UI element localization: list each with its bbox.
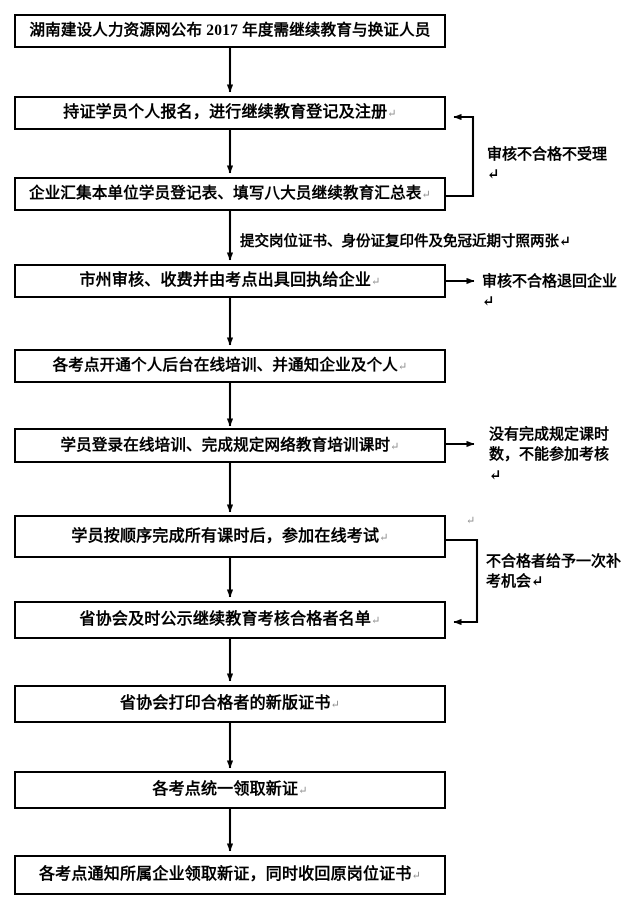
flow-node-10-pilcrow: ↵ — [298, 785, 308, 798]
flow-node-11-pilcrow: ↵ — [411, 870, 422, 883]
flow-node-6[interactable]: 学员登录在线培训、完成规定网络教育培训课时↵ — [14, 428, 446, 463]
flow-node-3-pilcrow: ↵ — [421, 189, 431, 202]
flow-node-5[interactable]: 各考点开通个人后台在线培训、并通知企业及个人↵ — [14, 349, 446, 383]
flow-node-3-label: 企业汇集本单位学员登记表、填写八大员继续教育汇总表 — [29, 185, 422, 203]
annotation-submit-documents: 提交岗位证书、身份证复印件及免冠近期寸照两张↵ — [240, 234, 571, 251]
feedback-loop-retake — [446, 538, 479, 626]
flow-node-2-label: 持证学员个人报名，进行继续教育登记及注册 — [63, 104, 388, 122]
flow-node-6-label: 学员登录在线培训、完成规定网络教育培训课时 — [60, 436, 391, 454]
annotation-insufficient-hours: 没有完成规定课时 数，不能参加考核 ↵ — [489, 425, 621, 486]
flow-node-7-pilcrow: ↵ — [379, 531, 389, 544]
annotation-insufficient-hours-line1: 没有完成规定课时 — [489, 427, 610, 443]
flow-node-4-label: 市州审核、收费并由考点出具回执给企业 — [79, 272, 372, 290]
flow-node-1-label: 湖南建设人力资源网公布 2017 年度需继续教育与换证人员 — [29, 22, 431, 40]
flow-node-2[interactable]: 持证学员个人报名，进行继续教育登记及注册↵ — [14, 96, 446, 130]
flow-node-5-pilcrow: ↵ — [397, 361, 408, 374]
flow-node-2-pilcrow: ↵ — [387, 108, 397, 121]
annotation-review-reject-not-accepted-pilcrow: ↵ — [487, 167, 500, 184]
feedback-loop-review-reject — [446, 113, 475, 198]
annotation-insufficient-hours-line2: 数，不能参加考核 — [489, 447, 610, 464]
flow-node-11[interactable]: 各考点通知所属企业领取新证，同时收回原岗位证书↵ — [14, 855, 446, 895]
annotation-insufficient-hours-pilcrow: ↵ — [489, 467, 502, 484]
stray-pilcrow-mark: ↵ — [466, 515, 476, 527]
flow-node-10[interactable]: 各考点统一领取新证↵ — [14, 771, 446, 809]
annotation-review-reject-not-accepted: 审核不合格不受理 ↵ — [487, 145, 617, 186]
flow-node-4[interactable]: 市州审核、收费并由考点出具回执给企业↵ — [14, 264, 446, 298]
flow-node-6-pilcrow: ↵ — [390, 440, 400, 453]
flow-node-5-label: 各考点开通个人后台在线培训、并通知企业及个人 — [52, 357, 398, 375]
annotation-retake-chance: 不合格者给予一次补 考机会↵ — [486, 552, 621, 593]
annotation-retake-chance-pilcrow: ↵ — [531, 574, 544, 591]
annotation-review-reject-return-pilcrow: ↵ — [482, 294, 495, 311]
flow-node-1[interactable]: 湖南建设人力资源网公布 2017 年度需继续教育与换证人员 — [14, 14, 446, 48]
flow-node-9-label: 省协会打印合格者的新版证书 — [119, 695, 331, 713]
flow-node-9[interactable]: 省协会打印合格者的新版证书↵ — [14, 685, 446, 723]
flow-node-9-pilcrow: ↵ — [330, 699, 341, 712]
flow-node-7-label: 学员按顺序完成所有课时后，参加在线考试 — [71, 527, 380, 545]
flow-node-10-label: 各考点统一领取新证 — [152, 781, 299, 799]
flow-node-8-pilcrow: ↵ — [371, 615, 381, 628]
annotation-submit-documents-pilcrow: ↵ — [559, 234, 572, 250]
annotation-submit-documents-text: 提交岗位证书、身份证复印件及免冠近期寸照两张 — [240, 234, 559, 250]
flow-node-8-label: 省协会及时公示继续教育考核合格者名单 — [79, 611, 372, 629]
annotation-review-reject-not-accepted-text: 审核不合格不受理 — [487, 147, 608, 163]
annotation-review-reject-return: 审核不合格退回企业 ↵ — [482, 272, 621, 313]
flow-node-4-pilcrow: ↵ — [371, 276, 381, 289]
flow-node-7[interactable]: 学员按顺序完成所有课时后，参加在线考试↵ — [14, 515, 446, 558]
annotation-retake-chance-line2: 考机会 — [486, 574, 532, 591]
flow-node-11-label: 各考点通知所属企业领取新证，同时收回原岗位证书 — [38, 866, 412, 884]
annotation-retake-chance-line1: 不合格者给予一次补 — [486, 554, 621, 570]
annotation-review-reject-return-text: 审核不合格退回企业 — [482, 274, 618, 290]
flow-node-8[interactable]: 省协会及时公示继续教育考核合格者名单↵ — [14, 601, 446, 639]
flow-node-3[interactable]: 企业汇集本单位学员登记表、填写八大员继续教育汇总表↵ — [14, 177, 446, 211]
